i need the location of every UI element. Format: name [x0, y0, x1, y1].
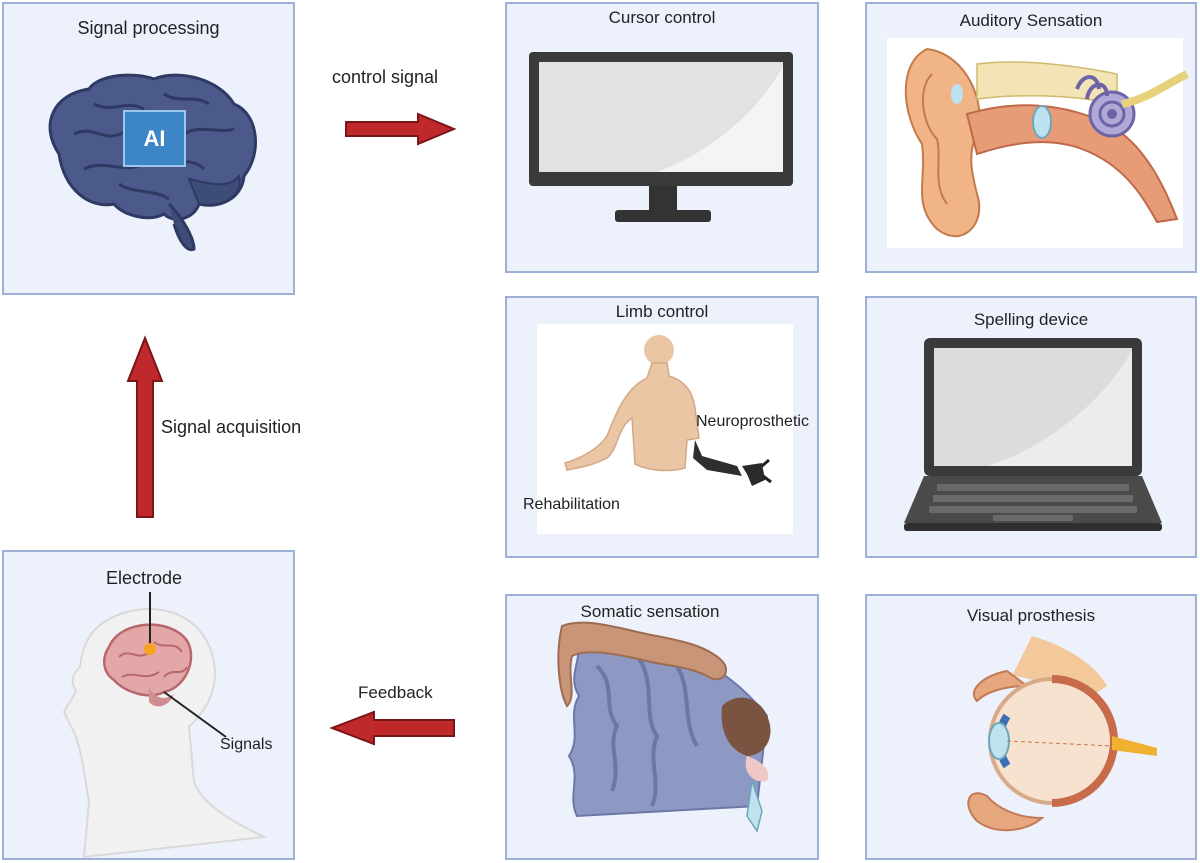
panel-signal-processing: Signal processing AI	[2, 2, 295, 295]
somatosensory-cortex-figure	[557, 621, 771, 833]
signal-acquisition-label: Signal acquisition	[161, 417, 302, 437]
panel-cursor-control: Cursor control	[505, 2, 819, 273]
ear-anatomy-icon	[887, 38, 1189, 248]
neuroprosthetic-label: Neuroprosthetic	[696, 413, 809, 430]
head-brain-figure	[62, 592, 268, 859]
signal-acquisition-arrow	[126, 335, 164, 518]
brain-icon	[48, 73, 257, 252]
signals-label: Signals	[220, 736, 273, 753]
panel-electrode: Electrode Signals	[2, 550, 295, 860]
electrode-label: Electrode	[106, 568, 183, 588]
rehabilitation-label: Rehabilitation	[523, 496, 620, 513]
panel-title: Auditory Sensation	[959, 11, 1103, 30]
panel-title: Signal processing	[77, 18, 220, 38]
panel-title: Limb control	[615, 302, 709, 321]
panel-title: Visual prosthesis	[966, 606, 1096, 625]
control-signal-label: control signal	[332, 67, 439, 87]
feedback-arrow	[329, 710, 455, 746]
monitor-icon	[529, 52, 793, 222]
panel-title: Somatic sensation	[580, 602, 720, 621]
panel-somatic-sensation: Somatic sensation	[505, 594, 819, 860]
panel-spelling-device: Spelling device	[865, 296, 1197, 558]
feedback-label: Feedback	[358, 683, 433, 702]
panel-auditory-sensation: Auditory Sensation	[865, 2, 1197, 273]
panel-visual-prosthesis: Visual prosthesis	[865, 594, 1197, 860]
control-signal-arrow	[345, 112, 457, 146]
panel-title: Cursor control	[608, 8, 716, 27]
prosthetic-arm-figure	[537, 324, 793, 534]
eye-anatomy-icon	[967, 636, 1157, 832]
ai-badge: AI	[143, 126, 166, 151]
panel-title: Spelling device	[973, 310, 1089, 329]
panel-limb-control: Limb control Neuroprosthetic Rehabilitat…	[505, 296, 819, 558]
laptop-icon	[904, 338, 1162, 531]
